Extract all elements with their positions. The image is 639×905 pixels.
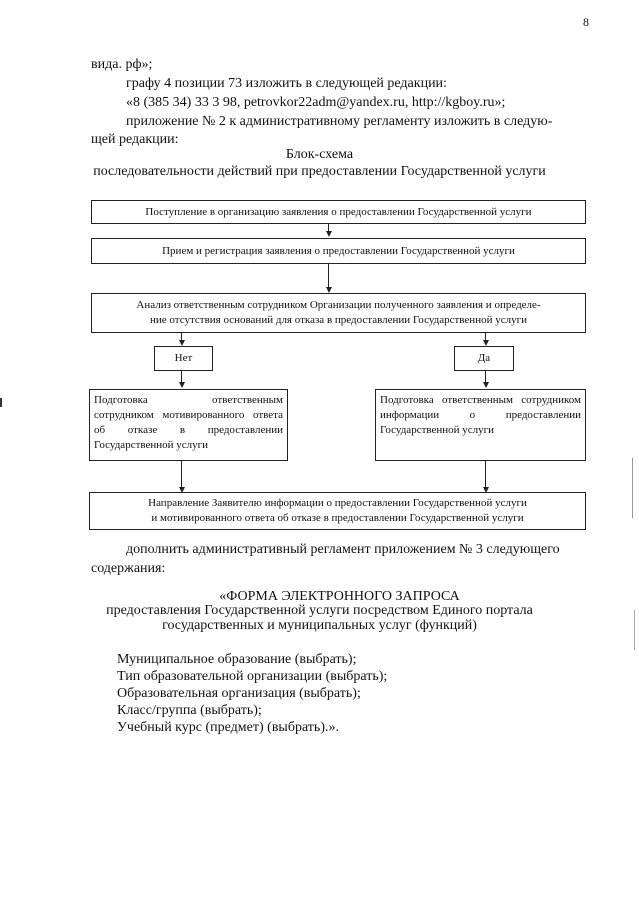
scheme-subtitle: последовательности действий при предоста… xyxy=(93,164,546,179)
flow-step-notification-text-2: и мотивированного ответа об отказе в пре… xyxy=(151,512,524,524)
arrow-line xyxy=(181,461,182,488)
arrow-line xyxy=(181,333,182,343)
flow-step-analysis-text-2: ние отсутствия оснований для отказа в пр… xyxy=(150,314,527,326)
arrow-line xyxy=(181,371,182,383)
arrow-head xyxy=(483,382,489,388)
arrow-head xyxy=(483,487,489,493)
intro-line-3: «8 (385 34) 33 3 98, petrovkor22adm@yand… xyxy=(126,95,506,110)
form-title: «ФОРМА ЭЛЕКТРОННОГО ЗАПРОСА xyxy=(219,589,460,604)
intro-line-1: вида. рф»; xyxy=(91,57,153,72)
decision-no-label: Нет xyxy=(174,352,193,364)
flow-step-receipt: Поступление в организацию заявления о пр… xyxy=(91,200,586,224)
arrow-line xyxy=(485,461,486,488)
form-item-course: Учебный курс (предмет) (выбрать).». xyxy=(117,720,339,735)
page-number: 8 xyxy=(583,15,589,29)
addition-line-1: дополнить административный регламент при… xyxy=(126,542,560,557)
action-information: Подготовка ответственным сотрудником инф… xyxy=(375,389,586,461)
arrow-head xyxy=(179,487,185,493)
scan-mark xyxy=(0,398,2,407)
arrow-head xyxy=(483,340,489,346)
form-item-municipality: Муниципальное образование (выбрать); xyxy=(117,652,357,667)
arrow-line xyxy=(328,224,329,234)
decision-yes-label: Да xyxy=(477,352,491,364)
scan-mark xyxy=(632,458,633,518)
flow-step-notification-text-1: Направление Заявителю информации о предо… xyxy=(148,497,527,509)
action-refusal: Подготовка ответственным сотрудником мот… xyxy=(89,389,288,461)
flow-step-notification: Направление Заявителю информации о предо… xyxy=(89,492,586,530)
scan-mark xyxy=(634,610,635,650)
arrow-line xyxy=(485,333,486,343)
action-refusal-text: Подготовка ответственным сотрудником мот… xyxy=(94,394,283,451)
flow-step-registration-text: Прием и регистрация заявления о предоста… xyxy=(162,244,515,257)
flow-step-analysis-text-1: Анализ ответственным сотрудником Организ… xyxy=(136,299,541,311)
flow-step-registration: Прием и регистрация заявления о предоста… xyxy=(91,238,586,264)
form-item-organization-type: Тип образовательной организации (выбрать… xyxy=(117,669,388,684)
decision-yes: Да xyxy=(454,346,514,371)
decision-no: Нет xyxy=(154,346,213,371)
action-information-text: Подготовка ответственным сотрудником инф… xyxy=(380,394,581,436)
arrow-line xyxy=(328,264,329,288)
form-subtitle-2: государственных и муниципальных услуг (ф… xyxy=(162,618,477,633)
arrow-head xyxy=(326,287,332,293)
intro-line-5: щей редакции: xyxy=(91,132,179,147)
flow-step-receipt-text: Поступление в организацию заявления о пр… xyxy=(145,205,532,218)
arrow-head xyxy=(179,382,185,388)
form-item-organization: Образовательная организация (выбрать); xyxy=(117,686,361,701)
flow-step-analysis: Анализ ответственным сотрудником Организ… xyxy=(91,293,586,333)
form-subtitle-1: предоставления Государственной услуги по… xyxy=(106,603,533,618)
arrow-head xyxy=(326,231,332,237)
addition-line-2: содержания: xyxy=(91,561,166,576)
arrow-line xyxy=(485,371,486,383)
scheme-title: Блок-схема xyxy=(285,147,354,162)
intro-line-2: графу 4 позиции 73 изложить в следующей … xyxy=(126,76,447,91)
arrow-head xyxy=(179,340,185,346)
intro-line-4: приложение № 2 к административному регла… xyxy=(126,114,553,129)
form-item-class: Класс/группа (выбрать); xyxy=(117,703,262,718)
